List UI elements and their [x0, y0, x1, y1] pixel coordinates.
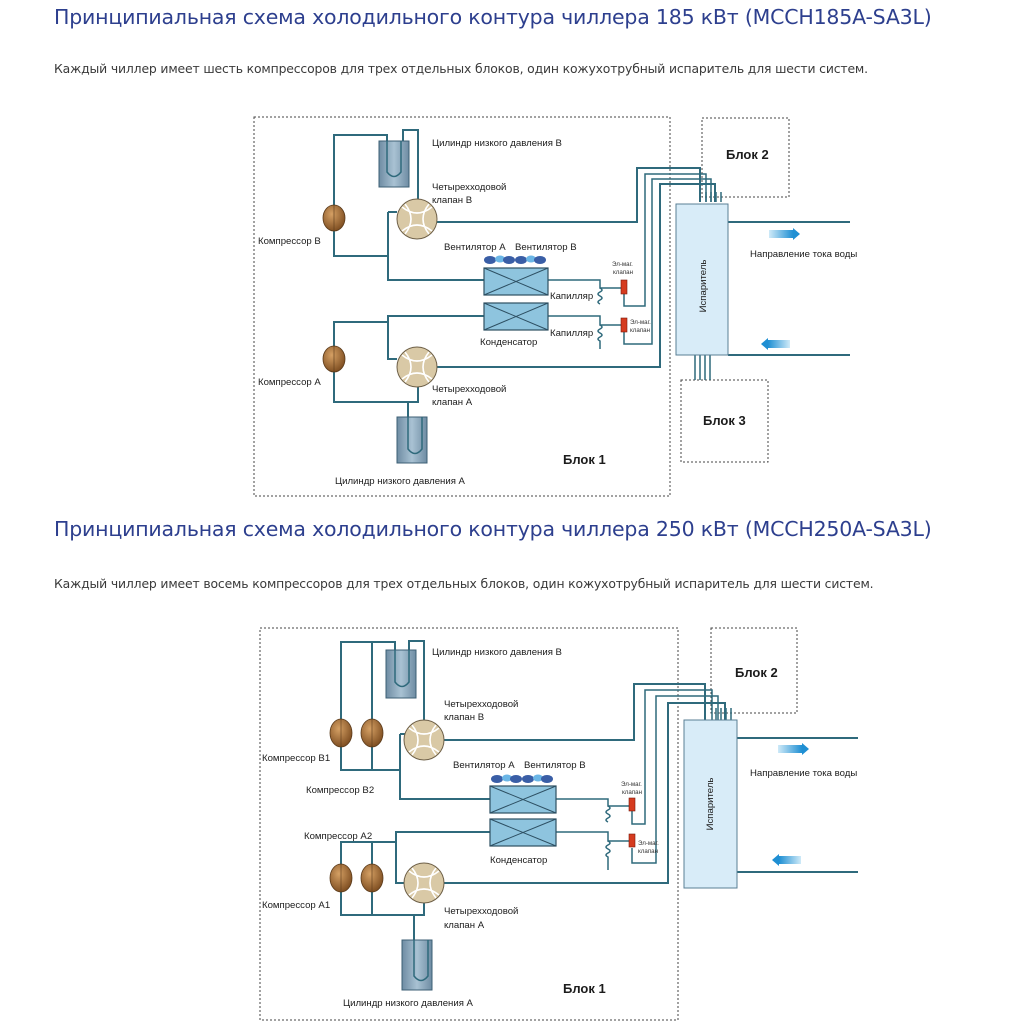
water-flow-arrowhead-in [761, 338, 768, 350]
solenoid-1-label-line1: Эл-маг. [612, 261, 633, 268]
cylinder-a-label: Цилиндр низкого давления A [335, 476, 466, 487]
water-flow-arrowhead-out [802, 743, 809, 755]
valve-b-label-line1: Четырехходовой [432, 182, 506, 193]
block3-label: Блок 3 [703, 413, 746, 428]
compressor-a1 [360, 863, 384, 893]
water-flow-label: Направление тока воды [750, 249, 857, 260]
block1-label: Блок 1 [563, 981, 606, 996]
description-250: Каждый чиллер имеет восемь компрессоров … [54, 576, 874, 591]
valve-a-label-line2: клапан A [432, 397, 473, 408]
compressor-b2 [360, 718, 384, 748]
solenoid-valve-2 [620, 317, 628, 333]
description-185: Каждый чиллер имеет шесть компрессоров д… [54, 61, 868, 76]
cylinder-b-label: Цилиндр низкого давления B [432, 647, 562, 658]
compressor-a2-label: Компрессор A2 [304, 831, 372, 842]
condenser-label: Конденсатор [480, 337, 537, 348]
fan-b-label: Вентилятор B [524, 760, 586, 771]
fan-a-icon [491, 774, 522, 783]
fan-b-label: Вентилятор B [515, 242, 577, 253]
low-pressure-cylinder-b [385, 649, 417, 699]
valve-b-label-line2: клапан B [432, 195, 472, 206]
four-way-valve-a [403, 862, 445, 904]
water-flow-arrow-out [778, 745, 802, 753]
four-way-valve-b [396, 198, 438, 240]
compressor-b2-label: Компрессор B2 [306, 785, 374, 796]
block2-frame [710, 627, 798, 714]
solenoid-2-label-line1: Эл-маг. [638, 840, 659, 847]
water-flow-arrow-in [768, 340, 790, 348]
solenoid-valve-1 [628, 797, 636, 812]
evaporator-label: Испаритель [705, 778, 716, 831]
page-title-185: Принципиальная схема холодильного контур… [54, 5, 932, 29]
cylinder-a-label: Цилиндр низкого давления A [343, 998, 474, 1009]
block2-label: Блок 2 [726, 147, 769, 162]
water-flow-arrowhead-out [793, 228, 800, 240]
condenser-upper [483, 267, 549, 296]
fan-b-icon [515, 255, 546, 264]
compressor-b1 [329, 718, 353, 748]
fan-a-icon [484, 255, 515, 264]
compressor-a2 [329, 863, 353, 893]
water-flow-label: Направление тока воды [750, 768, 857, 779]
solenoid-1-label-line1: Эл-маг. [621, 781, 642, 788]
low-pressure-cylinder-a [401, 939, 433, 991]
evaporator [675, 203, 729, 356]
block2-label: Блок 2 [735, 665, 778, 680]
compressor-b1-label: Компрессор B1 [262, 753, 330, 764]
compressor-b-label: Компрессор B [258, 236, 321, 247]
evaporator [683, 719, 738, 889]
water-flow-arrowhead-in [772, 854, 779, 866]
four-way-valve-a [396, 346, 438, 388]
valve-a-label-line1: Четырехходовой [432, 384, 506, 395]
diagram-185: Испаритель [253, 116, 857, 497]
water-flow-arrow-in [779, 856, 801, 864]
condenser-lower [483, 302, 549, 331]
cylinder-b-label: Цилиндр низкого давления B [432, 138, 562, 149]
block2-frame [701, 117, 790, 198]
compressor-a-label: Компрессор A [258, 377, 321, 388]
fan-a-label: Вентилятор A [444, 242, 506, 253]
page-title-250: Принципиальная схема холодильного контур… [54, 517, 932, 541]
low-pressure-cylinder-b [378, 140, 410, 188]
block1-frame [253, 116, 671, 497]
low-pressure-cylinder-a [396, 416, 428, 464]
condenser-upper [489, 785, 557, 814]
fan-a-label: Вентилятор A [453, 760, 515, 771]
solenoid-2-label-line1: Эл-маг. [630, 319, 651, 326]
refrigerant-pipes [340, 640, 732, 940]
compressor-a1-label: Компрессор A1 [262, 900, 330, 911]
solenoid-2-label-line2: клапан [630, 327, 650, 334]
solenoid-2-label-line2: клапан [638, 848, 658, 855]
evaporator-label: Испаритель [698, 260, 709, 313]
condenser-label: Конденсатор [490, 855, 547, 866]
block1-frame [259, 627, 679, 1021]
solenoid-valve-1 [620, 279, 628, 295]
block3-frame [680, 379, 769, 463]
valve-a-label-line2: клапан A [444, 920, 485, 931]
compressor-a [322, 345, 346, 373]
capillary-label-1: Капилляр [550, 291, 593, 302]
valve-b-label-line1: Четырехходовой [444, 699, 518, 710]
solenoid-valve-2 [628, 833, 636, 848]
water-flow-arrow-out [769, 230, 793, 238]
capillary-label-2: Капилляр [550, 328, 593, 339]
block1-label: Блок 1 [563, 452, 606, 467]
condenser-lower [489, 818, 557, 847]
fan-b-icon [522, 774, 553, 783]
solenoid-1-label-line2: клапан [622, 789, 642, 796]
valve-b-label-line2: клапан B [444, 712, 484, 723]
solenoid-1-label-line2: клапан [613, 269, 633, 276]
compressor-b [322, 204, 346, 232]
valve-a-label-line1: Четырехходовой [444, 906, 518, 917]
four-way-valve-b [403, 719, 445, 761]
diagram-250: Испаритель [259, 627, 858, 1021]
